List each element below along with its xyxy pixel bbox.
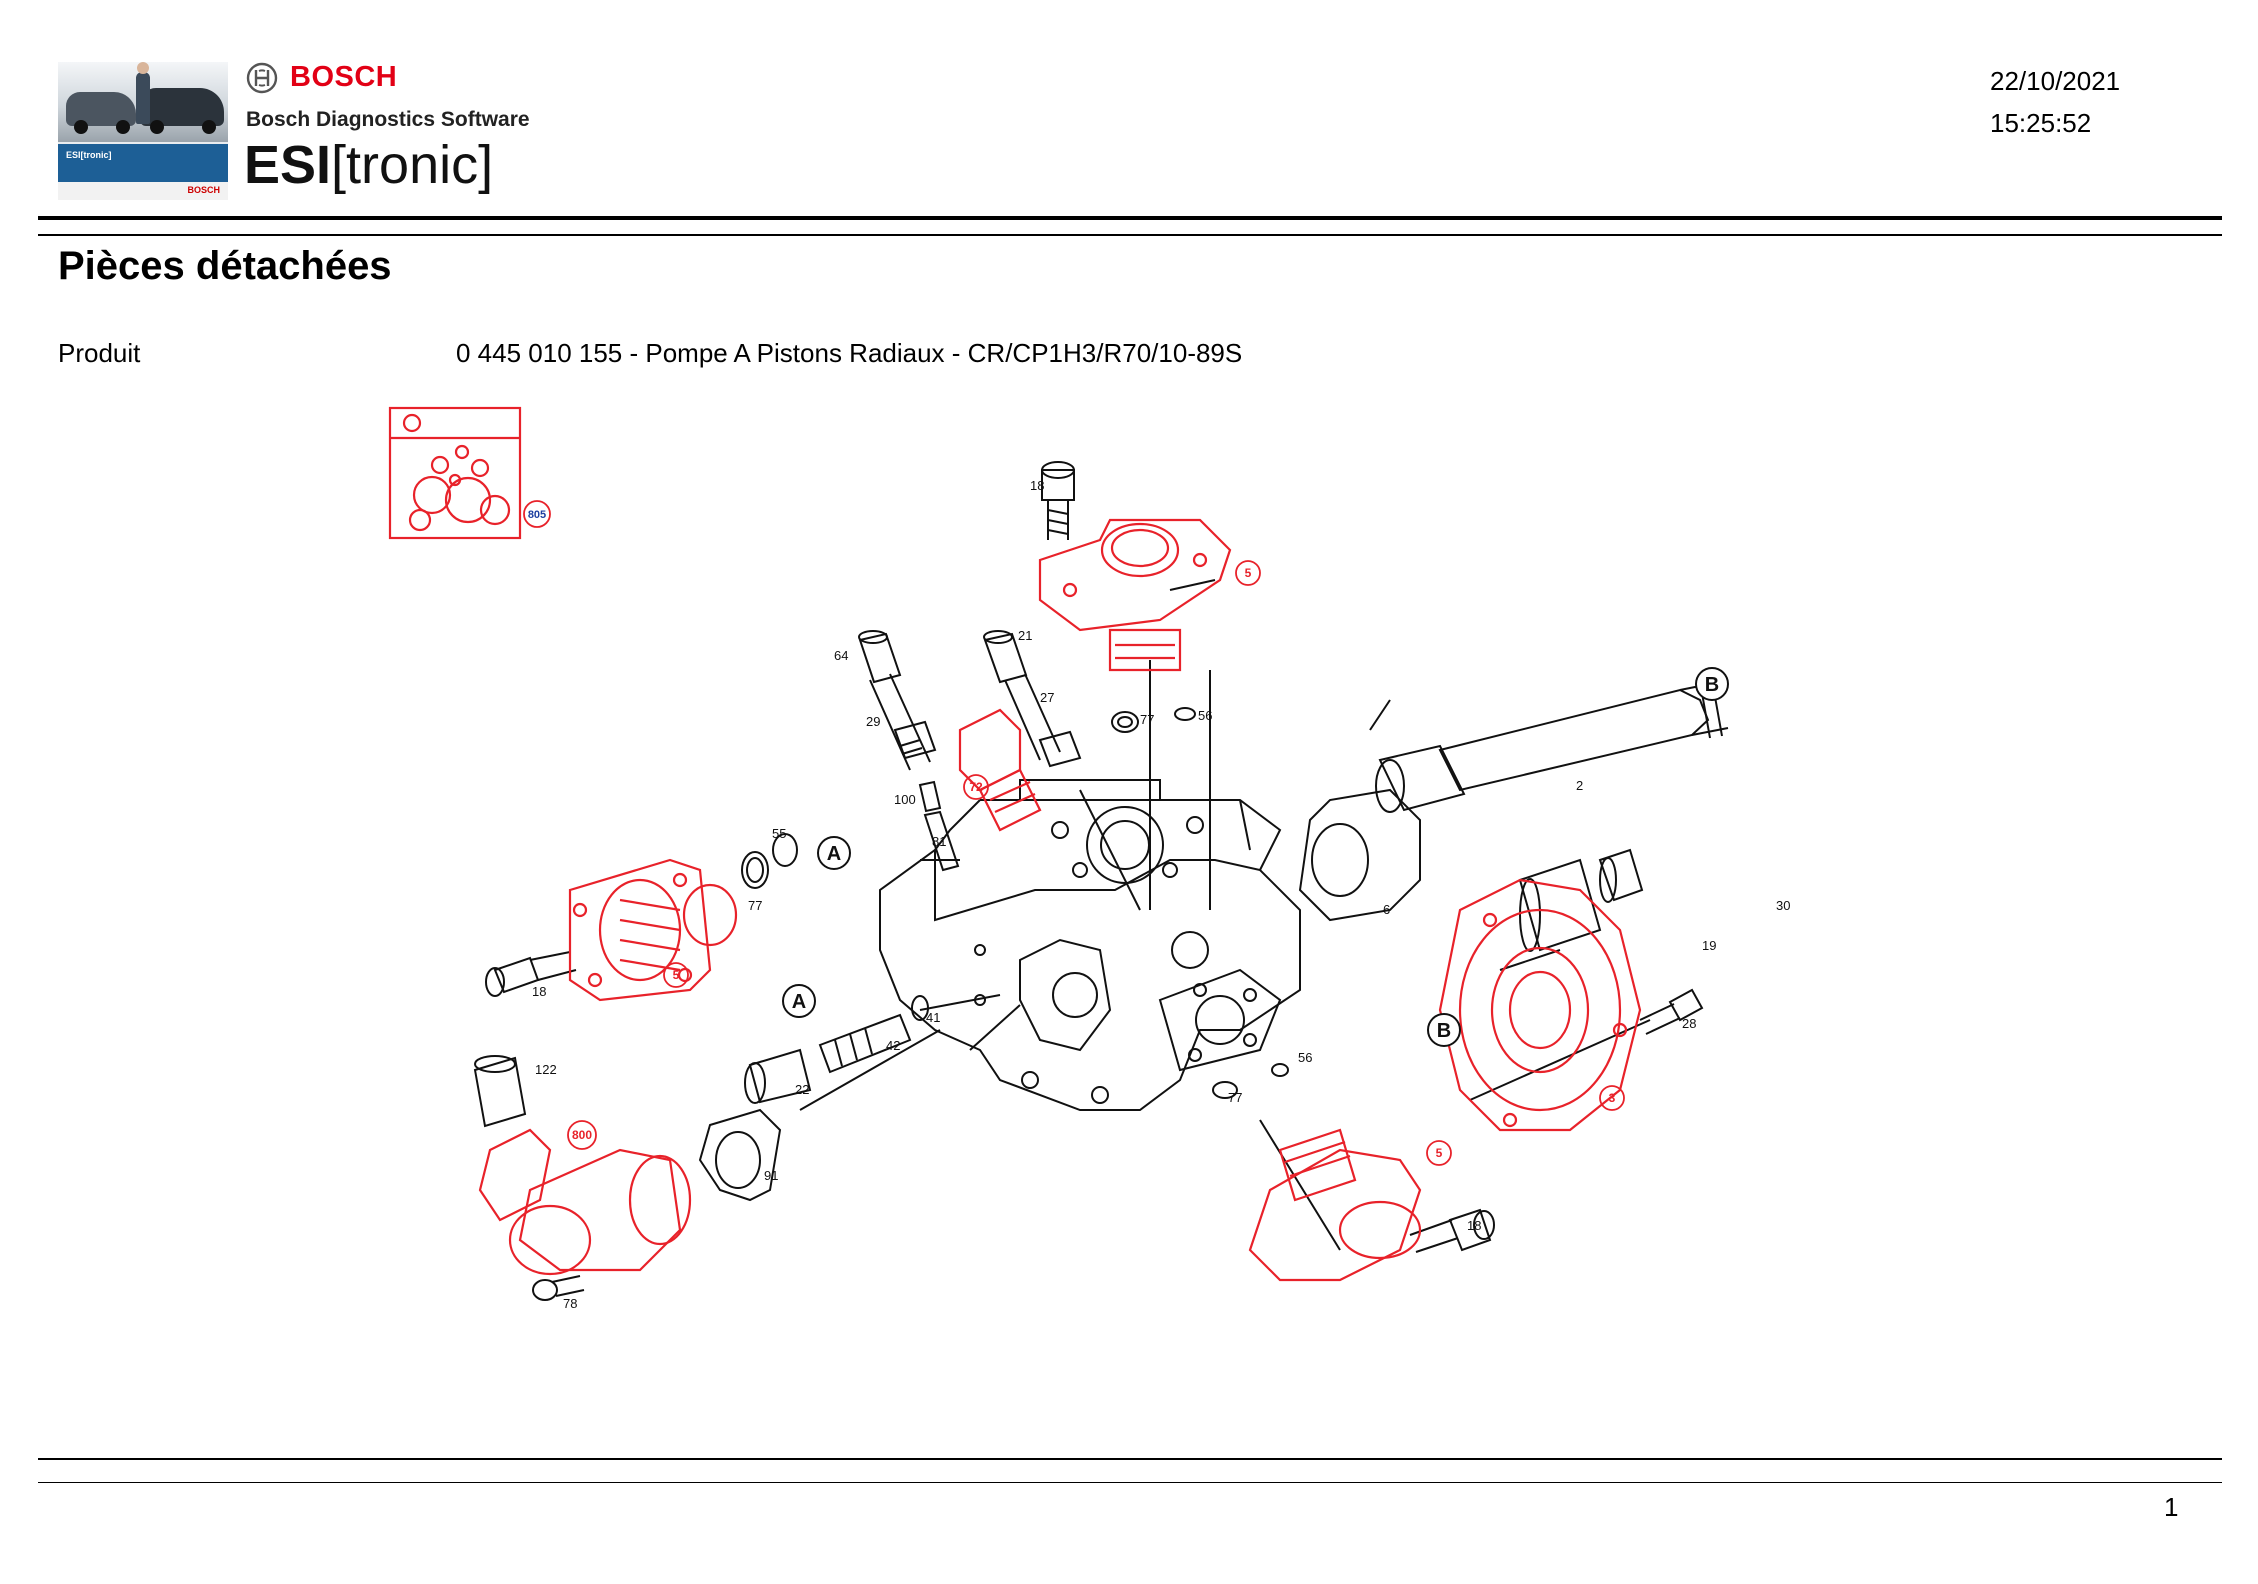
print-date: 22/10/2021 [1990, 66, 2121, 96]
part-label-78: 78 [563, 1296, 577, 1310]
header-divider-thick [38, 216, 2222, 220]
product-label: Produit [58, 338, 141, 368]
part-label-18-bottom: 18 [1467, 1218, 1481, 1233]
ref-B-top: B [1705, 674, 1719, 696]
callout-72: 72 [969, 780, 983, 794]
part-label-18-top: 18 [1030, 478, 1044, 493]
part-label-6: 6 [1383, 902, 1390, 917]
bosch-armature-icon [246, 62, 278, 94]
exploded-parts-diagram: 18 21 64 27 77 56 29 100 81 2 6 30 19 55… [388, 406, 1790, 1310]
software-name: Bosch Diagnostics Software [246, 108, 530, 131]
header-banner-image: ESI[tronic] BOSCH [58, 62, 228, 200]
product-logo-bold: ESI [244, 135, 332, 195]
part-label-56-top: 56 [1198, 708, 1212, 723]
part-label-28: 28 [1682, 1016, 1696, 1031]
callout-5-top: 5 [1245, 566, 1252, 580]
part-label-30: 30 [1776, 898, 1790, 913]
part-label-22: 22 [795, 1082, 809, 1097]
part-label-42: 42 [886, 1038, 900, 1053]
part-label-29: 29 [866, 714, 880, 729]
header-divider-thin [38, 234, 2222, 236]
callout-800: 800 [572, 1128, 592, 1142]
part-label-77-top: 77 [1140, 712, 1154, 727]
product-logo-rest: [tronic] [331, 135, 494, 195]
ref-A-left: A [792, 991, 806, 1013]
footer-divider-2 [38, 1482, 2222, 1483]
callout-5-bottom: 5 [1436, 1146, 1443, 1160]
part-label-77-left: 77 [748, 898, 762, 913]
page-number: 1 [2164, 1492, 2179, 1522]
part-label-81: 81 [932, 834, 946, 849]
ref-B-right: B [1437, 1020, 1451, 1042]
product-logo: ESI[tronic] [244, 138, 493, 192]
part-label-77-bottom: 77 [1228, 1090, 1242, 1105]
banner-product-text: ESI[tronic] [66, 150, 112, 160]
callout-5-left: 5 [673, 968, 680, 982]
part-label-55: 55 [772, 826, 786, 841]
part-label-2: 2 [1576, 778, 1583, 793]
part-label-91: 91 [764, 1168, 778, 1183]
part-label-27: 27 [1040, 690, 1054, 705]
page-title: Pièces détachées [58, 244, 392, 288]
brand-name: BOSCH [290, 61, 398, 93]
part-label-56-bottom: 56 [1298, 1050, 1312, 1065]
product-value: 0 445 010 155 - Pompe A Pistons Radiaux … [456, 338, 1243, 368]
part-label-41: 41 [926, 1010, 940, 1025]
print-time: 15:25:52 [1990, 108, 2092, 138]
callout-805: 805 [528, 509, 546, 521]
ref-A-top: A [827, 843, 841, 865]
part-label-21: 21 [1018, 628, 1032, 643]
callout-3: 3 [1609, 1091, 1616, 1105]
part-label-100: 100 [894, 792, 916, 807]
footer-divider-1 [38, 1458, 2222, 1460]
banner-footer-brand: BOSCH [187, 185, 220, 195]
part-label-122: 122 [535, 1062, 557, 1077]
part-label-64: 64 [834, 648, 848, 663]
part-label-18-left: 18 [532, 984, 546, 999]
part-label-19: 19 [1702, 938, 1716, 953]
